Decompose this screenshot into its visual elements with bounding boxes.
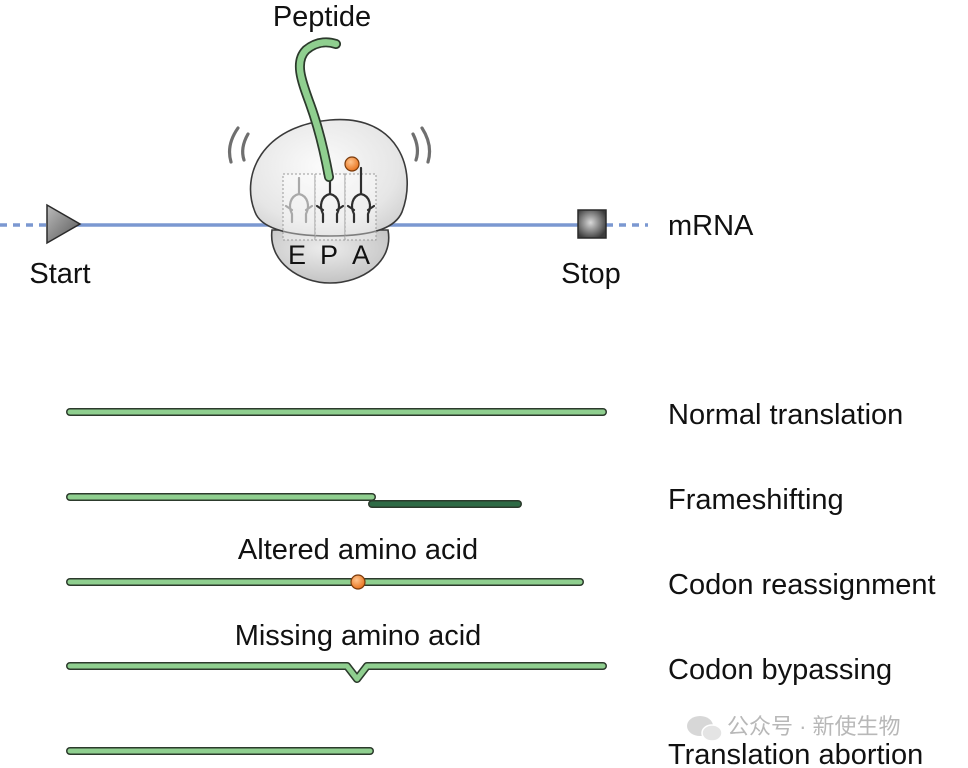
trna-p-icon [315,176,345,224]
watermark: 公众号 · 新使生物 [687,714,901,742]
start-label: Start [29,258,90,290]
vibration-left-inner-icon [241,132,250,162]
trna-a-icon [346,166,376,224]
mrna-label: mRNA [668,210,754,242]
wechat-logo-icon [687,716,723,742]
missing-amino-acid-note: Missing amino acid [235,620,482,652]
vibration-right-outer-icon [420,126,432,164]
outcome-label: Codon reassignment [668,569,936,601]
outcome-label: Codon bypassing [668,654,892,686]
outcome-frameshifting: Frameshifting [66,484,844,516]
outcome-label: Frameshifting [668,484,844,516]
p-site-label: P [320,240,338,270]
outcomes: Normal translation Frameshifting Altered… [66,399,936,768]
outcome-label: Normal translation [668,399,903,431]
outcome-codon-reassignment: Altered amino acid Codon reassignment [66,534,936,601]
outcome-codon-bypassing: Missing amino acid Codon bypassing [66,620,892,686]
trna-e-icon [284,176,314,224]
altered-amino-acid-note: Altered amino acid [238,534,478,566]
vibration-right-inner-icon [411,132,420,162]
vibration-left-outer-icon [227,126,240,164]
start-codon-triangle-icon [46,203,82,245]
peptide-chain [296,39,340,181]
e-site-label: E [288,240,306,270]
outcome-normal-translation: Normal translation [66,399,903,431]
outcome-label: Translation abortion [668,739,923,768]
stop-label: Stop [561,258,621,290]
ribosome-scheme: Peptide mRNA Start Stop E P A [0,1,754,290]
altered-amino-acid-icon [350,574,366,590]
stop-codon-square-icon [577,209,607,239]
amino-acid-icon [344,156,360,172]
bypass-peptide-bar [67,663,606,682]
outcome-translation-abortion: Translation abortion [66,739,923,768]
ribosome-small-subunit [270,229,390,284]
peptide-label: Peptide [273,1,371,33]
a-site-label: A [352,240,370,270]
watermark-text: 公众号 · 新使生物 [727,714,901,739]
